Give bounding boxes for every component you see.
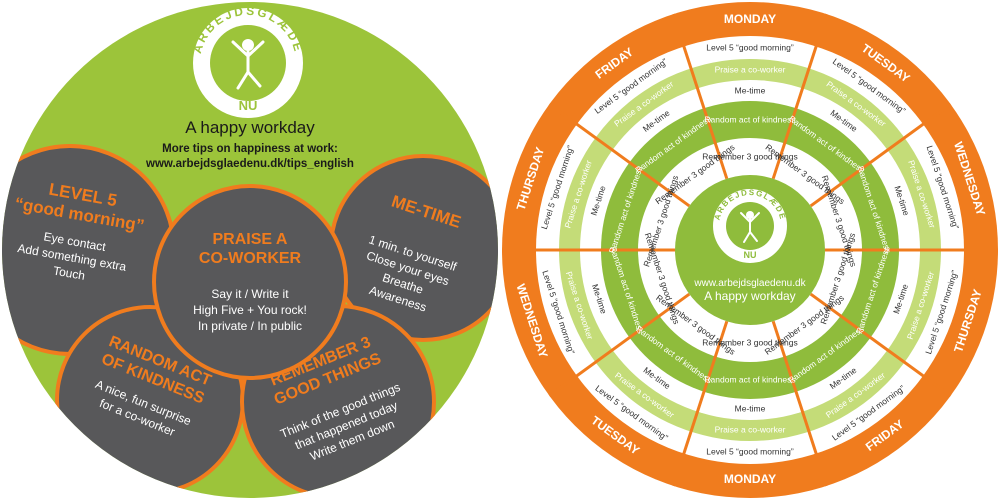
wheel-spokes: [502, 13, 998, 487]
wheel-spoke: [548, 292, 691, 397]
weekly-wheel: MONDAY Level 5 “good morning” Praise a co-…: [502, 2, 998, 498]
ring-label: Remember 3 good things: [702, 151, 797, 161]
left-title: A happy workday: [185, 118, 315, 137]
wheel-spoke: [771, 320, 829, 487]
praise-tip: PRAISE A CO-WORKER Say it / Write it High F…: [193, 231, 307, 333]
praise-line: In private / In public: [198, 319, 302, 333]
ring-label: Remember 3 good things: [702, 337, 797, 347]
day-label: MONDAY: [724, 472, 776, 486]
praise-line: Say it / Write it: [211, 287, 289, 301]
praise-heading: CO-WORKER: [199, 250, 302, 267]
level5-line: Touch: [52, 264, 86, 283]
ring-label: Praise a co-worker: [715, 64, 786, 74]
praise-line: High Five + You rock!: [193, 303, 307, 317]
left-logo-bottom-text: NU: [239, 98, 258, 113]
left-logo: ARBEJDSGLÆDE NU: [190, 4, 303, 118]
ring-label: Praise a co-worker: [715, 424, 786, 434]
wheel-logo-bottom-text: NU: [744, 250, 757, 260]
wheel-spoke: [809, 103, 952, 208]
wheel-spoke: [771, 13, 829, 180]
ring-label: Level 5 “good morning”: [706, 446, 794, 456]
left-url: www.arbejdsglaedenu.dk/tips_english: [145, 158, 354, 170]
ring-label: Level 5 “good morning”: [706, 42, 794, 52]
wheel-spoke: [548, 103, 691, 208]
ring-label: Me-time: [735, 85, 766, 95]
ring-label: Random act of kindness: [704, 114, 795, 124]
wheel-spoke: [671, 13, 729, 180]
praise-heading: PRAISE A: [213, 231, 288, 248]
wheel-center-url: www.arbejdsglaedenu.dk: [693, 278, 806, 289]
wheel-spoke: [809, 292, 952, 397]
wheel-spoke: [671, 320, 729, 487]
ring-label: Me-time: [735, 403, 766, 413]
happy-figure-icon: [231, 39, 265, 90]
praise-bubble: [152, 184, 348, 380]
wheel-logo: ARBEJDSGLÆDE NU: [713, 188, 787, 263]
wheel-center-title: A happy workday: [704, 289, 795, 303]
happy-figure-icon: [740, 211, 760, 243]
ring-label: Random act of kindness: [704, 374, 795, 384]
left-disc: ARBEJDSGLÆDE NU A happy workday More tip…: [2, 2, 498, 498]
tip-bubbles: [2, 144, 498, 498]
left-subtitle: More tips on happiness at work:: [162, 143, 338, 155]
day-label: MONDAY: [724, 12, 776, 26]
